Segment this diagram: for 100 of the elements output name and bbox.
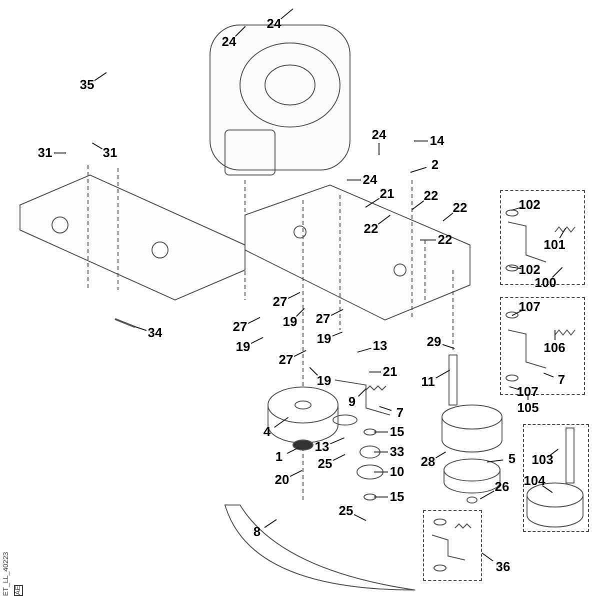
callout-number: 13 — [314, 440, 330, 454]
leader-line — [559, 228, 566, 239]
leader-line — [54, 152, 66, 154]
callout-number: 15 — [390, 425, 404, 439]
leader-line — [290, 470, 303, 477]
callout-number: 36 — [496, 560, 510, 574]
callout-number: 31 — [102, 146, 118, 160]
callout-number: 101 — [544, 238, 566, 252]
leader-line — [511, 310, 522, 316]
leader-line — [294, 350, 307, 357]
callout-number: 21 — [380, 187, 394, 201]
leader-line — [508, 386, 520, 390]
leader-line — [364, 198, 380, 208]
inset-frame — [423, 510, 482, 581]
inset-frame — [523, 424, 589, 532]
leader-line — [330, 437, 345, 444]
callout-number: 33 — [390, 445, 404, 459]
leader-line — [309, 366, 318, 376]
leader-line — [543, 372, 554, 378]
callout-number: 8 — [253, 525, 261, 539]
leader-line — [374, 496, 388, 498]
leader-line — [442, 212, 454, 222]
callout-number: 100 — [534, 276, 556, 290]
callout-number: 105 — [517, 401, 539, 415]
callout-number: 1 — [275, 450, 283, 464]
leader-line — [442, 344, 456, 350]
callout-number: 28 — [420, 455, 436, 469]
leader-line — [378, 142, 380, 156]
leader-line — [508, 266, 522, 270]
callout-number: 107 — [516, 384, 538, 398]
callout-number: 24 — [362, 173, 378, 187]
callout-number: 9 — [348, 395, 356, 409]
callout-number: 19 — [316, 332, 332, 346]
callout-number: 15 — [390, 490, 404, 504]
callout-number: 22 — [438, 233, 452, 247]
callout-number: 13 — [372, 339, 388, 353]
callout-number: 22 — [364, 222, 378, 236]
leader-line — [274, 416, 289, 428]
leader-line — [435, 370, 450, 379]
leader-line — [296, 308, 305, 317]
leader-line — [358, 388, 367, 397]
callout-number: 5 — [508, 452, 516, 466]
leader-line — [410, 166, 427, 173]
leader-line — [552, 266, 563, 278]
leader-line — [330, 308, 344, 316]
callout-number: 103 — [532, 452, 554, 466]
leader-line — [542, 485, 553, 494]
callout-number: 27 — [316, 312, 330, 326]
callout-number: 107 — [518, 300, 540, 314]
callout-number: 102 — [518, 262, 540, 276]
callout-number: 19 — [282, 315, 298, 329]
leader-line — [510, 206, 522, 211]
leader-line — [482, 552, 494, 562]
leader-line — [332, 454, 346, 461]
leader-line — [435, 451, 446, 458]
callout-number: 106 — [544, 340, 566, 354]
leader-line — [94, 72, 107, 82]
callout-number: 31 — [38, 146, 52, 160]
leader-line — [378, 406, 392, 411]
callout-number: 22 — [424, 189, 438, 203]
callout-number: 104 — [524, 474, 546, 488]
callout-number: 35 — [80, 78, 94, 92]
leader-line — [286, 446, 300, 454]
leader-line — [554, 330, 556, 340]
callout-number: 21 — [382, 365, 398, 379]
inset-frame — [500, 297, 585, 395]
callout-number: 25 — [338, 504, 354, 518]
callout-number: 27 — [272, 295, 288, 309]
leader-line — [480, 490, 495, 500]
leader-line — [248, 316, 261, 324]
callout-number: 26 — [494, 480, 510, 494]
callout-number: 34 — [148, 326, 162, 340]
callout-number: 4 — [263, 425, 271, 439]
callout-number: 19 — [316, 374, 332, 388]
callout-number: 11 — [421, 375, 435, 389]
callout-number: 19 — [236, 340, 250, 354]
callout-number: 7 — [396, 406, 404, 420]
leader-line — [414, 140, 428, 142]
leader-line — [486, 460, 504, 462]
leader-line — [356, 348, 372, 353]
leader-line — [332, 332, 343, 337]
callout-number: 27 — [232, 320, 248, 334]
callout-number: 25 — [318, 457, 332, 471]
leader-line — [264, 519, 277, 528]
callout-number: 10 — [390, 465, 404, 479]
callout-number: 2 — [431, 158, 439, 172]
callout-number: 24 — [372, 128, 386, 142]
leader-line — [234, 26, 246, 37]
callout-number: 22 — [452, 201, 468, 215]
leader-line — [250, 336, 264, 344]
callout-number: 29 — [426, 335, 442, 349]
leader-line — [134, 326, 147, 331]
leader-line — [550, 448, 559, 456]
leader-line — [280, 8, 294, 20]
callout-number: 102 — [518, 198, 540, 212]
callout-number: 14 — [430, 134, 444, 148]
leader-line — [92, 142, 103, 150]
leader-line — [378, 214, 391, 225]
callout-number: 20 — [274, 473, 290, 487]
leader-line — [411, 200, 424, 210]
